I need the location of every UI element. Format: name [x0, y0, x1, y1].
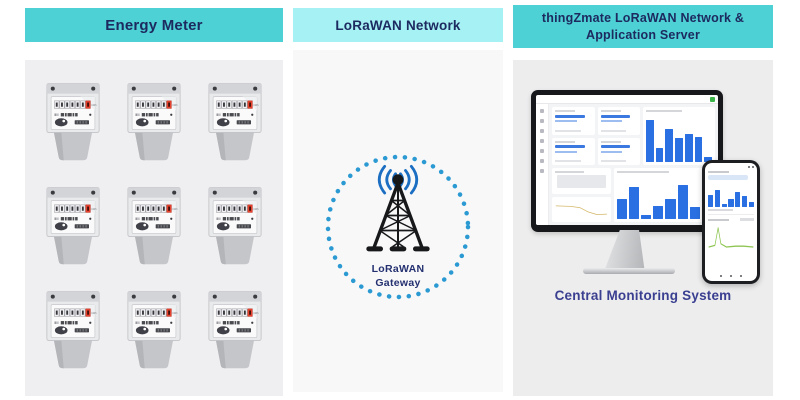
energy-meter-icon: kWh — [127, 83, 181, 161]
sidebar-icon — [540, 149, 544, 153]
bar-chart-card — [643, 107, 715, 165]
lorawan-network-panel: LoRaWAN Gateway — [293, 50, 503, 392]
phone-status-bar — [708, 166, 754, 168]
central-monitoring-caption: Central Monitoring System — [554, 288, 732, 303]
monitor-screen — [536, 95, 718, 225]
energy-meter-device: kWh — [41, 181, 105, 275]
meter-unit-label: kWh — [92, 104, 98, 107]
line-chart-card — [552, 196, 611, 222]
stat-card — [552, 107, 595, 135]
application-server-header-line1: thingZmate LoRaWAN Network & — [541, 11, 745, 26]
application-server-header: thingZmate LoRaWAN Network & Application… — [513, 5, 773, 48]
meter-unit-label: kWh — [253, 208, 259, 211]
energy-meter-device: kWh — [41, 285, 105, 379]
lorawan-network-header-label: LoRaWAN Network — [335, 17, 461, 33]
placeholder-card — [552, 168, 611, 194]
energy-meter-icon: kWh — [208, 83, 262, 161]
monitor-stand-neck — [605, 230, 650, 270]
stat-card — [552, 137, 595, 165]
gateway-label-line1: LoRaWAN — [371, 263, 425, 275]
meter-unit-label: kWh — [253, 104, 259, 107]
application-server-panel: Central Monitoring System — [513, 60, 773, 396]
meter-unit-label: kWh — [92, 208, 98, 211]
status-green-icon — [710, 96, 715, 102]
energy-meter-device: kWh — [122, 77, 186, 171]
sidebar-icon — [540, 109, 544, 113]
stat-card — [597, 137, 641, 165]
monitor-top-bar-chart — [646, 112, 713, 162]
sidebar-icon — [540, 159, 544, 163]
energy-meter-icon: kWh — [127, 291, 181, 369]
meter-unit-label: kWh — [92, 312, 98, 315]
energy-meter-icon: kWh — [46, 187, 100, 265]
lorawan-gateway: LoRaWAN Gateway — [324, 153, 472, 301]
energy-meter-device: kWh — [203, 285, 267, 379]
stat-cards — [552, 107, 641, 165]
phone-line-chart — [708, 223, 754, 255]
energy-meter-icon: kWh — [208, 291, 262, 369]
meter-unit-label: kWh — [253, 312, 259, 315]
energy-meter-device: kWh — [203, 181, 267, 275]
dashboard-content — [549, 104, 718, 225]
phone-screen — [705, 163, 757, 281]
energy-meter-header-label: Energy Meter — [105, 16, 203, 34]
wide-bar-chart-card — [613, 168, 715, 222]
energy-meter-icon: kWh — [127, 187, 181, 265]
energy-meter-icon: kWh — [46, 291, 100, 369]
monitor-browser-bar — [536, 95, 718, 104]
monitor-stand-base — [583, 268, 675, 274]
meter-unit-label: kWh — [173, 104, 179, 107]
radio-tower-icon — [366, 164, 430, 252]
dashboard-sidebar — [536, 104, 549, 225]
phone — [702, 160, 760, 284]
energy-meter-icon: kWh — [46, 83, 100, 161]
meter-unit-label: kWh — [173, 312, 179, 315]
sidebar-icon — [540, 169, 544, 173]
monitor-bottom-bar-chart — [616, 173, 713, 219]
energy-meter-device: kWh — [41, 77, 105, 171]
energy-meter-grid: kWh — [25, 60, 283, 396]
dotted-circle-icon — [325, 154, 471, 300]
stat-card — [597, 107, 641, 135]
gateway-label-line2: Gateway — [375, 277, 421, 289]
energy-meter-icon: kWh — [208, 187, 262, 265]
energy-meter-device: kWh — [122, 285, 186, 379]
phone-filter-field — [708, 175, 749, 180]
energy-meter-header: Energy Meter — [25, 8, 283, 42]
phone-bar-chart — [708, 183, 754, 207]
sidebar-icon — [540, 139, 544, 143]
meter-unit-label: kWh — [173, 208, 179, 211]
sidebar-icon — [540, 129, 544, 133]
sidebar-icon — [540, 119, 544, 123]
energy-meter-device: kWh — [203, 77, 267, 171]
phone-nav-bar — [708, 273, 754, 279]
energy-meter-device: kWh — [122, 181, 186, 275]
lorawan-network-header: LoRaWAN Network — [293, 8, 503, 42]
monitor-line-chart — [555, 200, 608, 220]
monitor — [531, 90, 723, 232]
energy-meter-panel: kWh — [25, 60, 283, 396]
application-server-header-line2: Application Server — [585, 27, 701, 42]
